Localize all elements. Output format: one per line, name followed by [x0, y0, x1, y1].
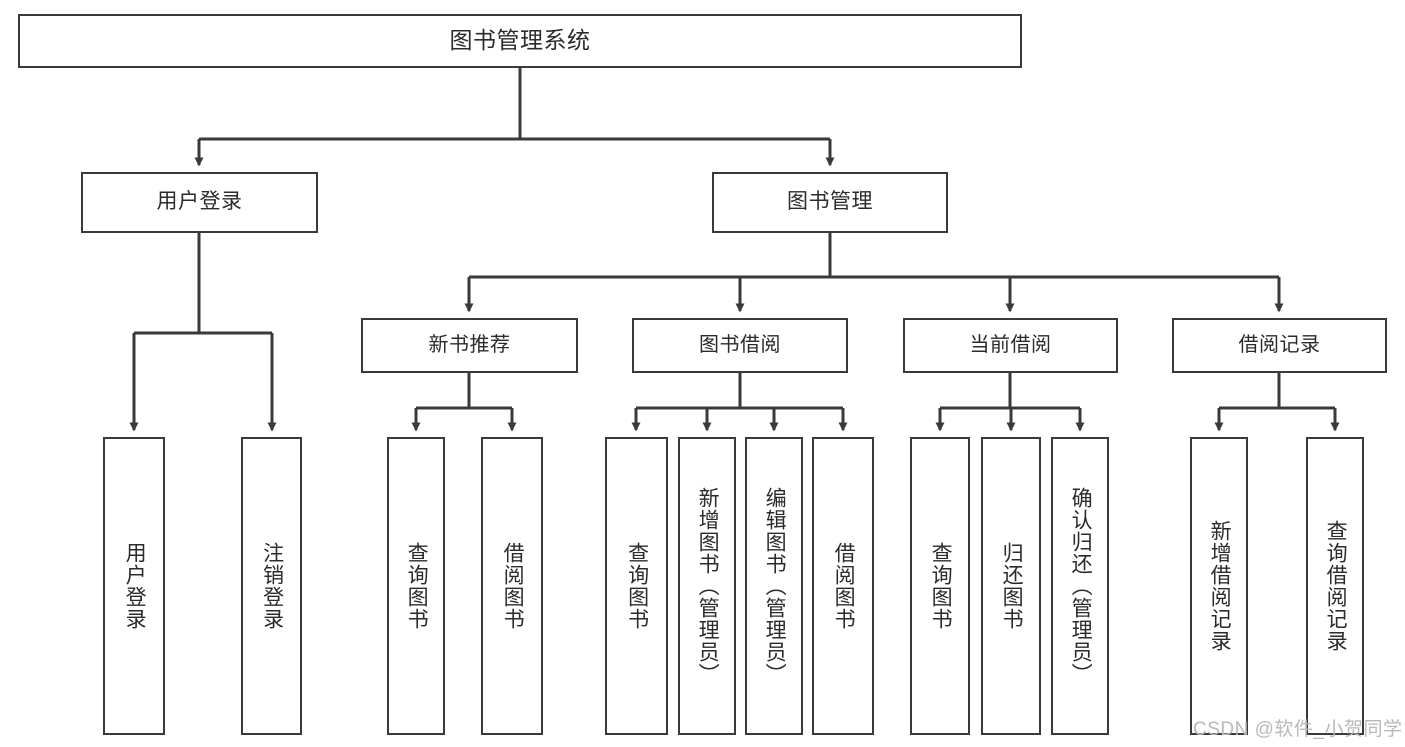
node-current-borrow-label: 当前借阅: [969, 333, 1052, 356]
leaf-query-book-3[interactable]: 查询图书: [910, 437, 970, 735]
leaf-confirm-return-label: 确认归还（管理员）: [1069, 487, 1093, 685]
node-user-login[interactable]: 用户登录: [81, 172, 318, 233]
watermark: CSDN @软件_小贺同学: [1193, 719, 1403, 740]
leaf-query-book-3-label: 查询图书: [929, 542, 953, 630]
leaf-query-book-1-label: 查询图书: [405, 542, 429, 630]
node-new-book-recommend-label: 新书推荐: [428, 333, 511, 356]
leaf-add-record-label: 新增借阅记录: [1208, 520, 1232, 652]
leaf-borrow-book-2-label: 借阅图书: [832, 542, 856, 630]
node-root[interactable]: 图书管理系统: [18, 14, 1022, 68]
leaf-confirm-return[interactable]: 确认归还（管理员）: [1051, 437, 1109, 735]
node-root-label: 图书管理系统: [449, 27, 591, 54]
leaf-borrow-book-1-label: 借阅图书: [501, 542, 525, 630]
leaf-borrow-book-1[interactable]: 借阅图书: [481, 437, 543, 735]
leaf-query-record[interactable]: 查询借阅记录: [1306, 437, 1364, 735]
leaf-user-login-label: 用户登录: [123, 542, 147, 630]
leaf-user-login[interactable]: 用户登录: [103, 437, 165, 735]
leaf-edit-book-label: 编辑图书（管理员）: [763, 487, 787, 685]
leaf-query-book-2[interactable]: 查询图书: [605, 437, 668, 735]
leaf-borrow-book-2[interactable]: 借阅图书: [812, 437, 874, 735]
node-book-manage-label: 图书管理: [787, 190, 873, 214]
leaf-add-book-label: 新增图书（管理员）: [696, 487, 720, 685]
node-borrow-record-label: 借阅记录: [1238, 333, 1321, 356]
node-book-borrow[interactable]: 图书借阅: [632, 318, 848, 373]
node-book-borrow-label: 图书借阅: [699, 333, 781, 356]
leaf-add-book[interactable]: 新增图书（管理员）: [678, 437, 736, 735]
node-current-borrow[interactable]: 当前借阅: [903, 318, 1118, 373]
leaf-return-book-label: 归还图书: [1000, 542, 1024, 630]
node-user-login-label: 用户登录: [156, 190, 243, 214]
leaf-return-book[interactable]: 归还图书: [981, 437, 1041, 735]
node-new-book-recommend[interactable]: 新书推荐: [361, 318, 578, 373]
leaf-add-record[interactable]: 新增借阅记录: [1190, 437, 1248, 735]
leaf-query-record-label: 查询借阅记录: [1324, 520, 1348, 652]
node-borrow-record[interactable]: 借阅记录: [1172, 318, 1387, 373]
leaf-logout[interactable]: 注销登录: [241, 437, 302, 735]
leaf-query-book-2-label: 查询图书: [625, 542, 649, 630]
leaf-query-book-1[interactable]: 查询图书: [387, 437, 445, 735]
leaf-logout-label: 注销登录: [260, 542, 284, 630]
node-book-manage[interactable]: 图书管理: [712, 172, 948, 233]
leaf-edit-book[interactable]: 编辑图书（管理员）: [745, 437, 803, 735]
